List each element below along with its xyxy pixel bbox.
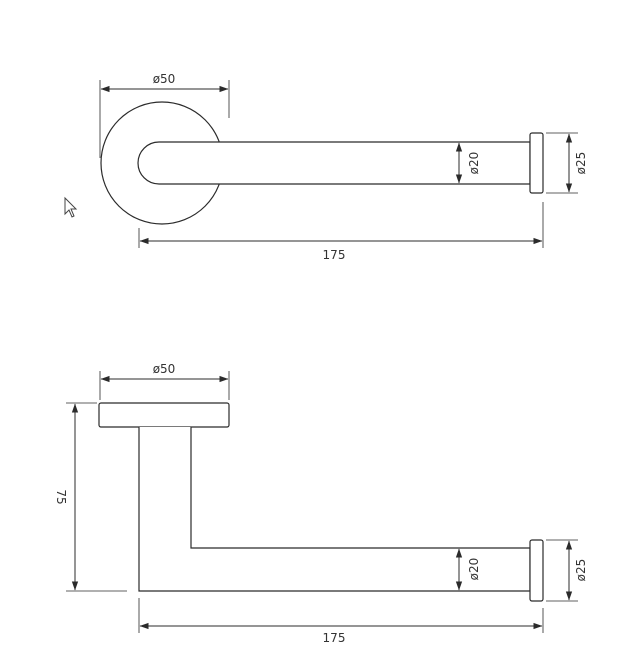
top-length-dimension: 175 xyxy=(138,202,544,262)
top-view: ø50 ø20 ø25 175 xyxy=(99,72,588,262)
top-length-label: 175 xyxy=(323,248,346,262)
mouse-pointer-icon xyxy=(64,196,78,218)
side-end-cap-diameter-label: ø25 xyxy=(574,559,588,582)
side-rose-diameter-dimension: ø50 xyxy=(99,362,230,400)
side-view: ø50 75 ø20 ø25 175 xyxy=(54,362,588,645)
side-length-label: 175 xyxy=(323,631,346,645)
side-projection-label: 75 xyxy=(54,489,68,504)
side-length-dimension: 175 xyxy=(138,598,544,645)
top-end-cap-diameter-dimension: ø25 xyxy=(546,132,588,194)
side-lever-diameter-label: ø20 xyxy=(467,558,481,581)
top-rose-diameter-label: ø50 xyxy=(153,72,176,86)
top-lever-diameter-dimension: ø20 xyxy=(455,142,481,184)
side-lever-diameter-dimension: ø20 xyxy=(455,548,481,591)
side-view-rose xyxy=(98,402,230,428)
side-rose-diameter-label: ø50 xyxy=(153,362,176,376)
top-view-end-cap xyxy=(529,132,544,194)
side-view-end-cap xyxy=(529,539,544,602)
top-rose-diameter-dimension: ø50 xyxy=(99,72,230,158)
top-end-cap-diameter-label: ø25 xyxy=(574,152,588,175)
side-end-cap-diameter-dimension: ø25 xyxy=(546,539,588,602)
top-lever-diameter-label: ø20 xyxy=(467,152,481,175)
side-projection-dimension: 75 xyxy=(54,402,127,592)
